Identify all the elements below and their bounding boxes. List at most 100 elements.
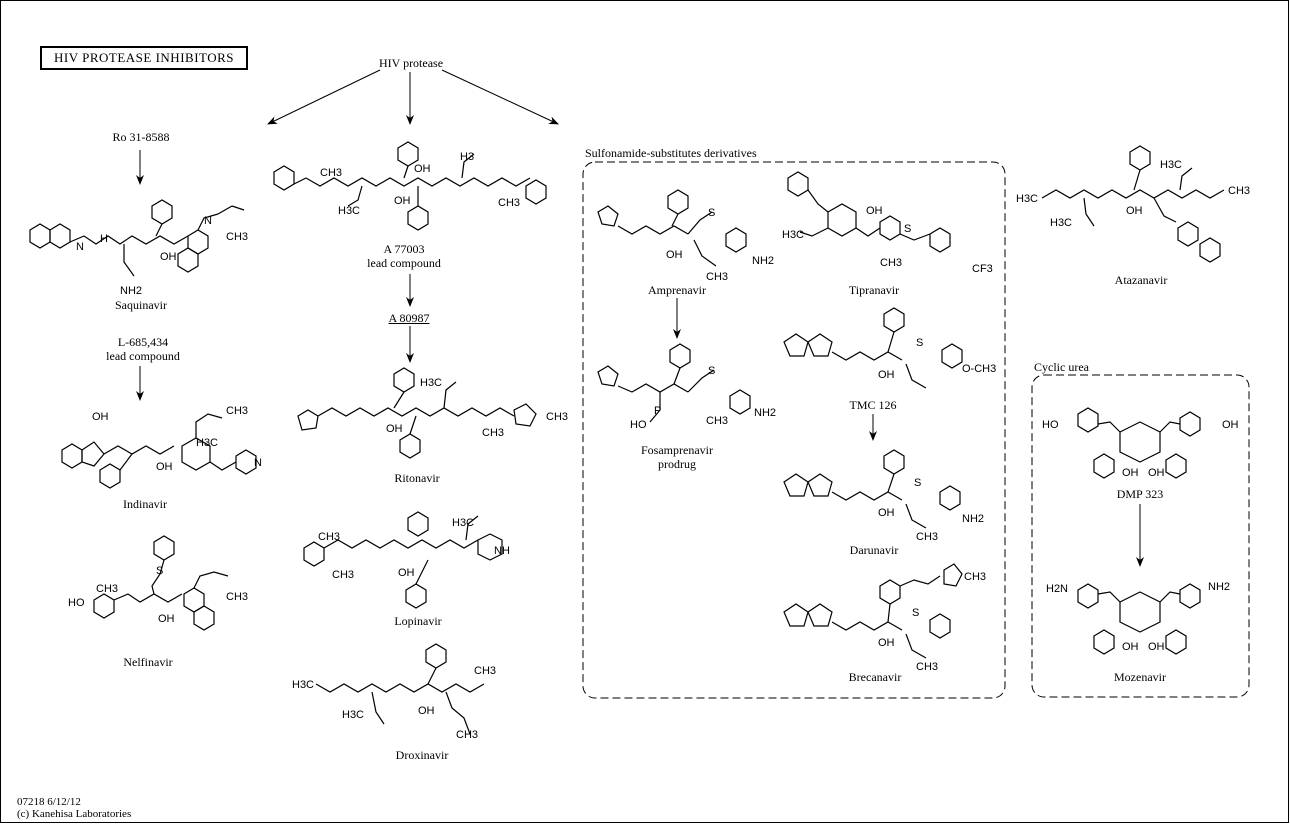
compound-a-77003-note: lead compound [367,256,441,270]
footer-map-id: 07218 6/12/12 [17,796,81,808]
svg-text:CH3: CH3 [498,197,520,209]
compound-saquinavir[interactable]: Saquinavir [115,298,167,312]
svg-text:CH3: CH3 [482,427,504,439]
svg-text:P: P [654,405,661,417]
compound-lopinavir[interactable]: Lopinavir [394,614,442,628]
sulfonamide-group-box [582,161,1006,699]
svg-text:CH3: CH3 [226,591,248,603]
group-title-sulfonamide: Sulfonamide-substitutes derivatives [585,146,757,160]
svg-text:CH3: CH3 [706,415,728,427]
svg-text:S: S [156,565,163,577]
compound-a-77003-name: A 77003 [383,242,425,256]
tmc126-structure: OH S O-CH3 [783,307,996,389]
compound-a-80987[interactable]: A 80987 [388,311,430,325]
svg-text:CH3: CH3 [916,661,938,673]
svg-text:NH2: NH2 [120,285,142,297]
compound-atazanavir[interactable]: Atazanavir [1114,273,1168,287]
compound-ritonavir[interactable]: Ritonavir [394,471,440,485]
brecanavir-structure: OH S CH3 CH3 [783,563,986,673]
compound-l-685434[interactable]: L-685,434 lead compound [106,335,180,363]
svg-text:H3: H3 [460,151,474,163]
svg-text:N: N [204,215,212,227]
atazanavir-structure: H3C H3C OH H3C CH3 [1016,145,1250,263]
droxinavir-structure: H3C H3C OH CH3 CH3 [292,643,496,741]
svg-text:CH3: CH3 [320,167,342,179]
svg-text:H3C: H3C [338,205,360,217]
svg-text:OH: OH [1148,467,1165,479]
svg-text:CH3: CH3 [474,665,496,677]
compound-nelfinavir[interactable]: Nelfinavir [123,655,173,669]
svg-text:H3C: H3C [1016,193,1038,205]
svg-text:CH3: CH3 [964,571,986,583]
svg-text:OH: OH [394,195,411,207]
lopinavir-structure: CH3 CH3 OH H3C NH [303,511,510,609]
footer-copyright: (c) Kanehisa Laboratories [17,808,132,820]
svg-text:CH3: CH3 [916,531,938,543]
compound-tmc-126[interactable]: TMC 126 [849,398,897,412]
svg-text:OH: OH [386,423,403,435]
svg-text:NH2: NH2 [754,407,776,419]
svg-text:HO: HO [68,597,85,609]
compound-droxinavir[interactable]: Droxinavir [395,748,449,762]
svg-text:OH: OH [878,369,895,381]
indinavir-structure: OH OH H3C CH3 N [61,405,262,489]
svg-text:O-CH3: O-CH3 [962,363,996,375]
svg-text:NH2: NH2 [962,513,984,525]
svg-text:OH: OH [878,507,895,519]
compound-amprenavir[interactable]: Amprenavir [648,283,706,297]
svg-text:S: S [708,365,715,377]
svg-text:H3C: H3C [452,517,474,529]
mozenavir-structure: H2N NH2 OH OH [1046,581,1230,655]
compound-indinavir[interactable]: Indinavir [123,497,167,511]
svg-text:NH: NH [494,545,510,557]
compound-tipranavir[interactable]: Tipranavir [848,283,900,297]
svg-text:H3C: H3C [1050,217,1072,229]
svg-text:CH3: CH3 [880,257,902,269]
svg-text:OH: OH [398,567,415,579]
svg-text:H3C: H3C [342,709,364,721]
a77003-structure: CH3 H3C OH OH H3 CH3 [273,141,547,231]
compound-dmp-323[interactable]: DMP 323 [1116,487,1164,501]
darunavir-structure: OH S NH2 CH3 [783,449,984,543]
svg-text:H: H [100,233,108,245]
svg-text:CH3: CH3 [456,729,478,741]
arrow-to-ro [267,69,381,125]
compound-fosamprenavir-name: Fosamprenavir [641,443,713,457]
svg-text:H3C: H3C [1160,159,1182,171]
svg-text:OH: OH [1122,641,1139,653]
arrow-to-sulfonamide [441,69,559,125]
svg-text:H3C: H3C [420,377,442,389]
compound-fosamprenavir[interactable]: Fosamprenavir prodrug [641,443,713,471]
svg-text:CF3: CF3 [972,263,993,275]
node-hiv-protease[interactable]: HIV protease [378,56,444,70]
svg-text:CH3: CH3 [226,405,248,417]
svg-text:N: N [76,241,84,253]
svg-text:OH: OH [158,613,175,625]
svg-text:CH3: CH3 [226,231,248,243]
compound-brecanavir[interactable]: Brecanavir [848,670,902,684]
svg-text:H2N: H2N [1046,583,1068,595]
svg-text:OH: OH [92,411,109,423]
svg-text:S: S [904,223,911,235]
compound-darunavir[interactable]: Darunavir [849,543,899,557]
group-title-cyclic-urea: Cyclic urea [1034,360,1089,374]
svg-text:OH: OH [878,637,895,649]
saquinavir-structure: NH2 OH N H N CH3 [29,199,248,297]
svg-text:HO: HO [1042,419,1059,431]
svg-text:OH: OH [418,705,435,717]
footer: 07218 6/12/12 (c) Kanehisa Laboratories [17,796,131,820]
svg-text:HO: HO [630,419,647,431]
svg-text:CH3: CH3 [706,271,728,283]
fosamprenavir-structure: HO P S NH2 CH3 [597,343,776,431]
compound-mozenavir[interactable]: Mozenavir [1114,670,1166,684]
svg-text:S: S [914,477,921,489]
svg-text:CH3: CH3 [318,531,340,543]
compound-l-685434-note: lead compound [106,349,180,363]
svg-text:OH: OH [866,205,883,217]
svg-text:OH: OH [156,461,173,473]
compound-a-77003[interactable]: A 77003 lead compound [367,242,441,270]
compound-fosamprenavir-note: prodrug [657,457,696,471]
compound-ro-31-8588[interactable]: Ro 31-8588 [112,130,170,144]
